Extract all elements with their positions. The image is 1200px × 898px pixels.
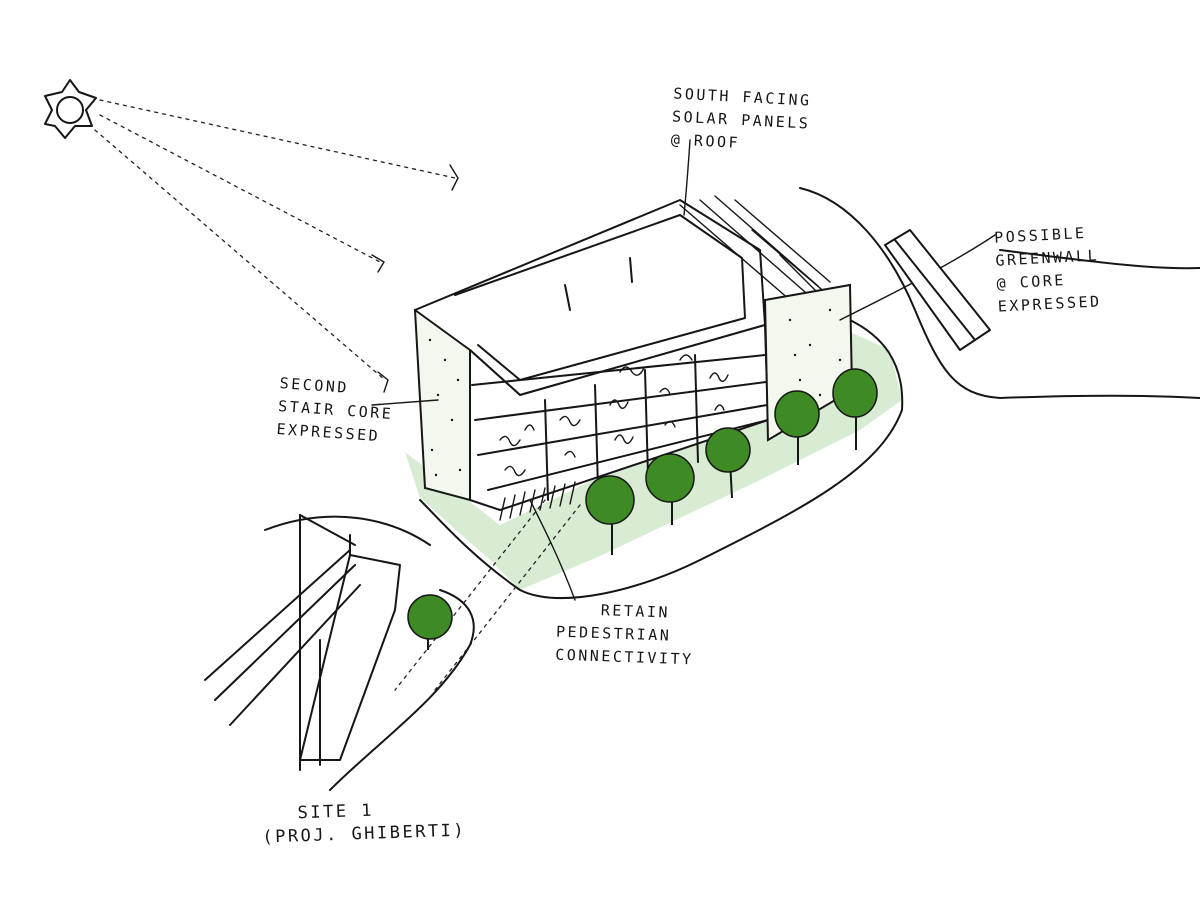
ground-floor-louvres xyxy=(499,481,576,521)
balcony-figures xyxy=(499,354,729,477)
tree-icon xyxy=(407,594,453,650)
label-pedestrian: RETAIN PEDESTRIAN CONNECTIVITY xyxy=(555,598,696,672)
neighbour-building xyxy=(884,229,991,351)
sun-rays xyxy=(94,99,459,393)
tree-icon xyxy=(705,427,751,499)
label-line: CONNECTIVITY xyxy=(554,645,694,669)
tree-icon xyxy=(645,453,695,525)
label-greenwall: POSSIBLE GREENWALL @ CORE EXPRESSED xyxy=(994,221,1102,318)
tree-icon xyxy=(585,475,635,555)
building-facade xyxy=(469,324,769,511)
label-stair-core: SECOND STAIR CORE EXPRESSED xyxy=(276,372,396,449)
sun-icon xyxy=(44,79,97,139)
tree-icon xyxy=(832,368,878,450)
label-solar-panels: SOUTH FACING SOLAR PANELS @ ROOF xyxy=(670,82,812,158)
site-1-building xyxy=(204,514,401,771)
pedestrian-path xyxy=(394,499,581,691)
tree-icon xyxy=(774,390,820,465)
label-site-1: SITE 1 (PROJ. GHIBERTI) xyxy=(261,796,466,849)
road-lines xyxy=(264,187,1200,791)
